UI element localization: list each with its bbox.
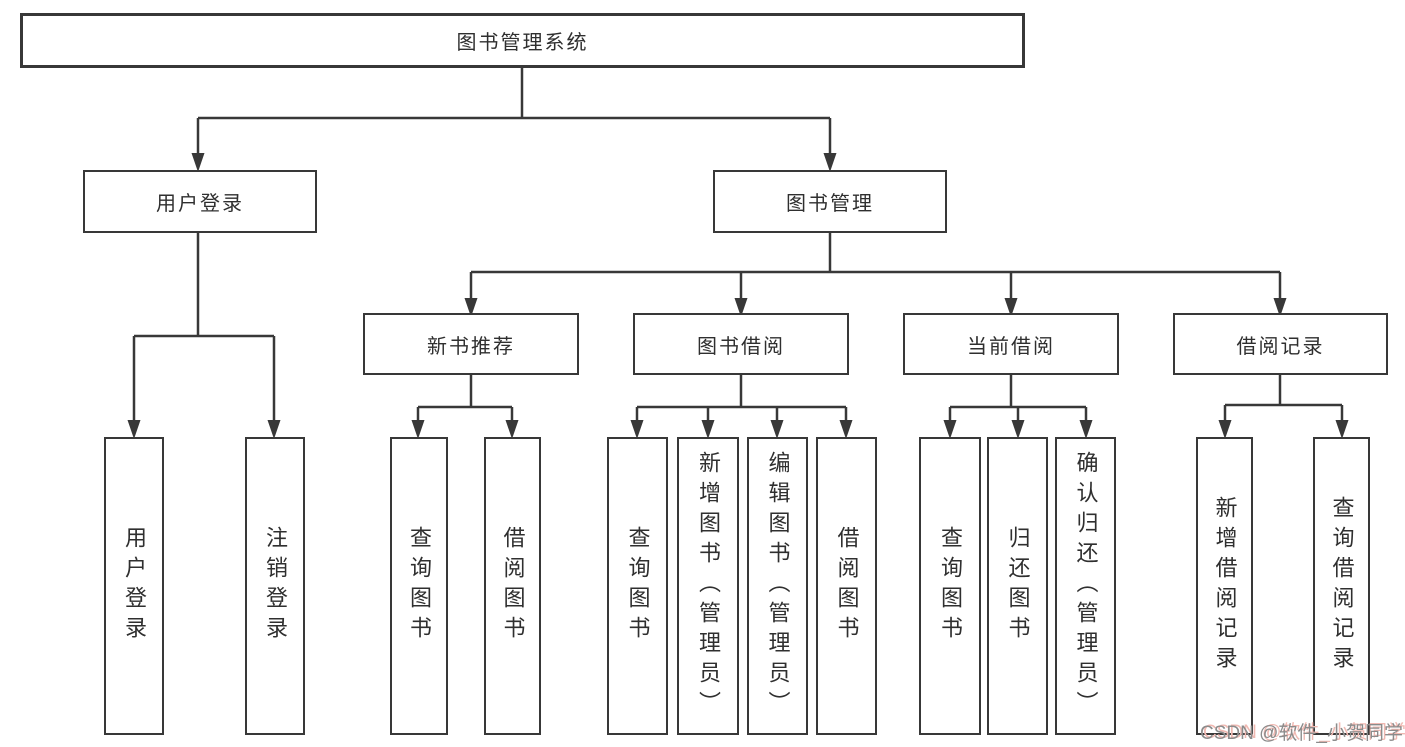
node-book-borrowing: 图书借阅 — [633, 313, 849, 375]
arrowhead-icon — [1335, 420, 1349, 439]
node-label-leaf-borrow-books-recommend: 借阅图书 — [500, 526, 526, 646]
node-user-login: 用户登录 — [83, 170, 317, 233]
node-label-book-borrowing: 图书借阅 — [697, 335, 785, 358]
node-label-leaf-return-books: 归还图书 — [1005, 526, 1031, 646]
node-leaf-user-login: 用户登录 — [104, 437, 164, 735]
node-label-borrowing-records: 借阅记录 — [1236, 335, 1325, 358]
arrowhead-icon — [127, 420, 141, 439]
node-leaf-borrow-books-recommend: 借阅图书 — [484, 437, 541, 735]
node-leaf-edit-books-admin: 编辑图书（管理员） — [747, 437, 808, 735]
node-label-book-management: 图书管理 — [786, 193, 874, 215]
node-label-leaf-edit-books-admin: 编辑图书（管理员） — [765, 451, 791, 721]
node-label-current-borrowing: 当前借阅 — [967, 335, 1055, 358]
node-leaf-query-books-recommend: 查询图书 — [390, 437, 448, 735]
arrowhead-icon — [505, 420, 519, 439]
node-label-leaf-query-books-borrowing: 查询图书 — [625, 526, 651, 646]
node-label-leaf-confirm-return-admin: 确认归还（管理员） — [1073, 451, 1099, 721]
node-leaf-logout: 注销登录 — [245, 437, 305, 735]
arrowhead-icon — [630, 420, 644, 439]
node-label-leaf-add-books-admin: 新增图书（管理员） — [696, 451, 721, 721]
node-leaf-query-books-borrowing: 查询图书 — [607, 437, 668, 735]
arrowhead-icon — [839, 420, 853, 439]
node-label-new-book-recommend: 新书推荐 — [427, 335, 515, 358]
arrowhead-icon — [734, 298, 748, 317]
arrowhead-icon — [823, 153, 837, 172]
node-leaf-borrow-books-borrowing: 借阅图书 — [816, 437, 877, 735]
node-label-leaf-logout: 注销登录 — [263, 526, 288, 646]
arrowhead-icon — [701, 420, 715, 439]
node-root: 图书管理系统 — [20, 13, 1025, 68]
arrowhead-icon — [1011, 420, 1025, 439]
arrowhead-icon — [770, 420, 784, 439]
arrowhead-icon — [464, 298, 478, 317]
node-label-leaf-borrow-books-borrowing: 借阅图书 — [834, 526, 860, 646]
node-label-leaf-query-borrow-record: 查询借阅记录 — [1329, 496, 1355, 676]
node-label-root: 图书管理系统 — [456, 32, 589, 54]
node-leaf-confirm-return-admin: 确认归还（管理员） — [1055, 437, 1116, 735]
node-leaf-return-books: 归还图书 — [987, 437, 1048, 735]
arrowhead-icon — [1079, 420, 1093, 439]
node-borrowing-records: 借阅记录 — [1173, 313, 1388, 375]
watermark: CSDN @软件_小贺同学 — [1200, 723, 1403, 744]
node-leaf-add-books-admin: 新增图书（管理员） — [677, 437, 739, 735]
arrowhead-icon — [267, 420, 281, 439]
node-book-management: 图书管理 — [713, 170, 947, 233]
arrowhead-icon — [411, 420, 425, 439]
arrowhead-icon — [1218, 420, 1232, 439]
node-leaf-query-books-current: 查询图书 — [919, 437, 981, 735]
node-label-leaf-user-login: 用户登录 — [122, 526, 147, 646]
node-leaf-add-borrow-record: 新增借阅记录 — [1196, 437, 1253, 735]
node-label-leaf-query-books-current: 查询图书 — [938, 526, 963, 646]
arrowhead-icon — [1004, 298, 1018, 317]
node-label-leaf-query-books-recommend: 查询图书 — [407, 526, 432, 646]
node-label-user-login: 用户登录 — [156, 193, 244, 215]
node-current-borrowing: 当前借阅 — [903, 313, 1119, 375]
node-new-book-recommend: 新书推荐 — [363, 313, 579, 375]
arrowhead-icon — [1273, 298, 1287, 317]
arrowhead-icon — [943, 420, 957, 439]
arrowhead-icon — [191, 153, 205, 172]
node-leaf-query-borrow-record: 查询借阅记录 — [1313, 437, 1370, 735]
node-label-leaf-add-borrow-record: 新增借阅记录 — [1212, 496, 1238, 676]
